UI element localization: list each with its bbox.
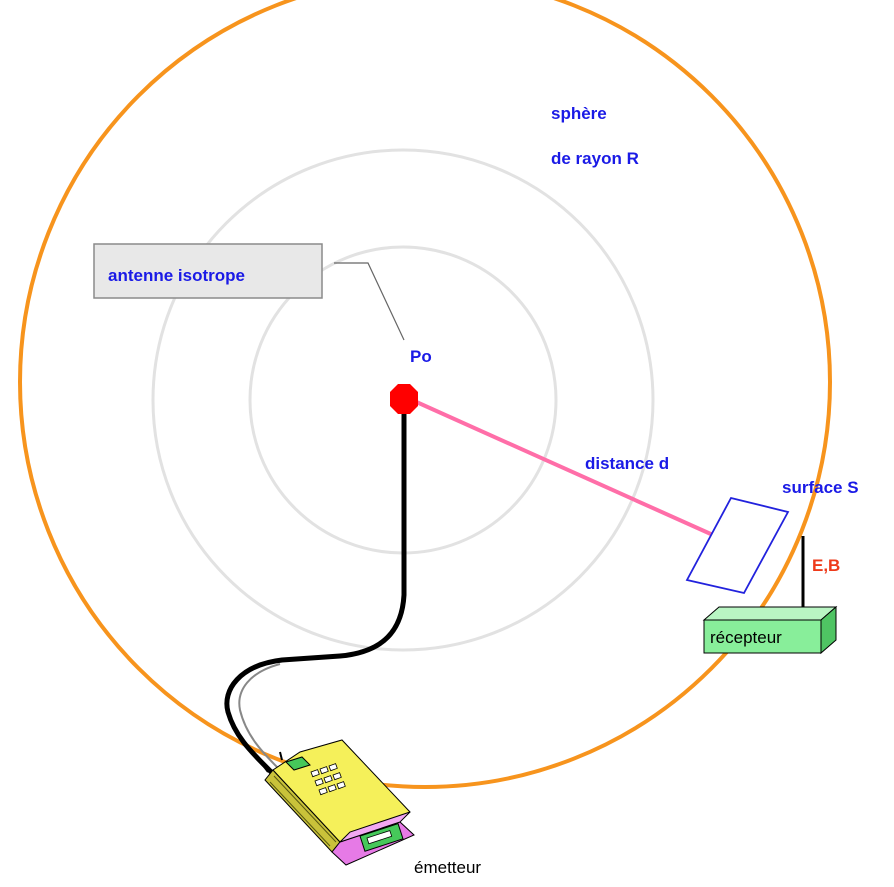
receiver-box-icon (702, 605, 838, 655)
sphere-label-line1: sphère (551, 104, 607, 123)
antenna-callout-box (93, 243, 323, 299)
surface-s (685, 496, 790, 595)
fields-label: E,B (812, 556, 840, 575)
distance-line (411, 398, 714, 537)
antenna-cable (224, 407, 407, 778)
sphere-label-line2: de rayon R (551, 149, 639, 168)
receiver-label: récepteur (710, 628, 782, 647)
surface-label: surface S (782, 478, 859, 497)
transmitter-label: émetteur (414, 858, 481, 877)
sphere-radius-r (18, 0, 832, 789)
inner-circle-medium (151, 148, 655, 652)
antenna-callout-leader (334, 262, 405, 341)
antenna-cable-shadow (238, 663, 281, 769)
isotropic-antenna-point (390, 384, 418, 414)
distance-label: distance d (585, 454, 669, 473)
power-label: Po (410, 347, 432, 366)
antenna-label: antenne isotrope (108, 266, 245, 285)
handheld-radio-icon (261, 739, 415, 866)
